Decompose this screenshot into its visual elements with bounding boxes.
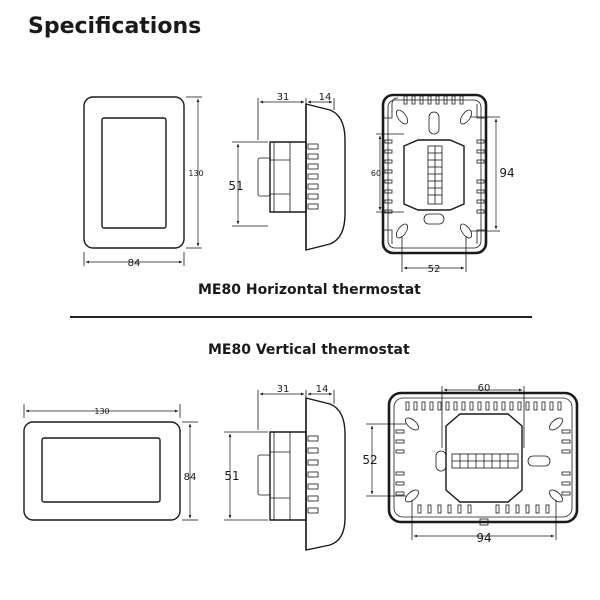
horizontal-caption: ME80 Horizontal thermostat	[198, 282, 421, 298]
v-front-width-label: 130	[94, 407, 109, 416]
h-side-depth-base-label: 31	[277, 92, 290, 103]
v-side-depth-cover-label: 14	[316, 384, 329, 395]
horizontal-side-view	[232, 98, 346, 251]
vertical-caption: ME80 Vertical thermostat	[208, 342, 410, 358]
v-back-height-label: 52	[362, 453, 377, 467]
h-front-width-label: 84	[128, 258, 141, 269]
h-side-depth-cover-label: 14	[319, 92, 332, 103]
horizontal-back-view	[376, 93, 500, 272]
vertical-side-view	[224, 390, 346, 551]
vertical-front-view	[23, 404, 198, 521]
v-front-height-label: 84	[184, 472, 197, 483]
h-back-outer-height-label: 94	[499, 166, 514, 180]
v-back-top-width-label: 60	[478, 383, 491, 394]
horizontal-front-view	[83, 96, 202, 266]
h-back-inner-height-label: 60	[371, 169, 381, 178]
h-side-height-label: 51	[228, 179, 243, 193]
section-divider	[70, 316, 532, 318]
v-side-depth-base-label: 31	[277, 384, 290, 395]
v-back-bottom-width-label: 94	[476, 531, 491, 545]
h-front-height-label: 130	[188, 169, 203, 178]
page-title: Specifications	[28, 14, 202, 39]
vertical-back-view	[366, 386, 579, 540]
v-side-height-label: 51	[224, 469, 239, 483]
h-back-width-label: 52	[428, 264, 441, 275]
